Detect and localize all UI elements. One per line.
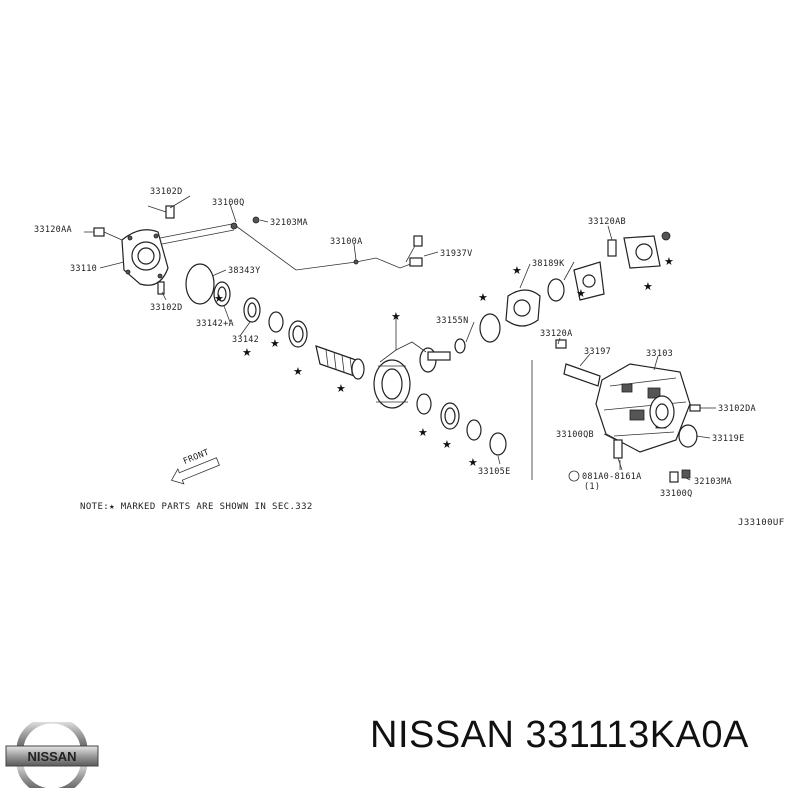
svg-text:★: ★ [214,292,224,305]
bearing-33142a [213,281,231,307]
o-ring-33119e [678,424,698,448]
svg-text:★: ★ [512,264,522,277]
label-33103: 33103 [646,349,673,359]
breather-tube [159,216,423,271]
sensor-081a0 [613,439,623,471]
bearing-race-1 [288,320,308,348]
label-31937v: 31937V [440,249,473,259]
label-33120a: 33120A [540,329,573,339]
shim-ring-3 [466,419,482,441]
tube-33197 [555,339,601,387]
companion-flange [607,231,671,269]
label-33100qb: 33100QB [556,430,594,440]
label-33100q-bottom: 33100Q [660,489,693,499]
ring-gear [373,359,411,409]
seal-33105e [489,432,507,456]
label-33197: 33197 [584,347,611,357]
washer-33155n [454,338,466,354]
bolt-33102d-top [147,205,175,219]
shim-ring-2 [416,393,432,415]
label-33155n: 33155N [436,316,469,326]
svg-text:★: ★ [576,287,586,300]
exploded-parts-diagram: ★ ★ ★ ★ ★ ★ ★ ★ ★ ★ ★ ★ ★ ★ 33102D 33100… [34,187,785,528]
label-33119e: 33119E [712,434,745,444]
label-33100a: 33100A [330,237,363,247]
o-ring-38343y [185,263,215,305]
svg-text:★: ★ [270,337,280,350]
nissan-logo-text: NISSAN [27,749,76,764]
bearing-33142 [243,297,261,323]
side-gear [419,347,451,373]
plug-33102da [689,404,701,412]
label-32103ma-bottom: 32103MA [694,477,732,487]
shim-ring-1 [268,311,284,333]
label-33120ab: 33120AB [588,217,626,227]
part-number-caption: NISSAN 331113KA0A [370,714,749,756]
label-33142a: 33142+A [196,319,234,329]
bolt-33102d-bottom [157,281,165,295]
flange-plate [573,261,605,301]
o-ring-38189k [547,278,565,302]
label-33110: 33110 [70,264,97,274]
svg-text:★: ★ [336,382,346,395]
svg-text:★: ★ [391,310,401,323]
front-label: FRONT [182,448,211,467]
marked-parts-note: NOTE:★ MARKED PARTS ARE SHOWN IN SEC.332 [80,502,313,512]
svg-text:★: ★ [418,426,428,439]
label-33102da: 33102DA [718,404,756,414]
label-33102d-top: 33102D [150,187,183,197]
nissan-logo: NISSAN [5,722,99,788]
cover-33110 [121,229,169,286]
leader-lines [84,195,716,481]
carrier-housing-33103 [595,363,691,453]
svg-text:★: ★ [643,280,653,293]
label-32103ma-top: 32103MA [270,218,308,228]
svg-text:★: ★ [468,456,478,469]
label-081a0-qty: (1) [584,482,600,492]
svg-text:★: ★ [442,438,452,451]
label-33105e: 33105E [478,467,511,477]
label-33100q-top: 33100Q [212,198,245,208]
bolt-symbol-b [568,470,580,482]
label-33120aa: 33120AA [34,225,72,235]
bearing-race-2 [440,402,460,430]
pinion-shaft [315,345,365,380]
label-081a0: 081A0-8161A [582,472,642,482]
plug-33100q-bottom [669,471,679,483]
o-ring-center [479,313,501,343]
svg-text:★: ★ [293,365,303,378]
svg-text:★: ★ [242,346,252,359]
label-33142: 33142 [232,335,259,345]
svg-text:★: ★ [664,255,674,268]
marked-part-stars: ★ ★ ★ ★ ★ ★ ★ ★ ★ ★ ★ ★ ★ ★ [214,255,674,469]
front-direction-arrow: FRONT [170,448,220,485]
diagram-reference-code: J33100UF [738,518,785,528]
svg-text:★: ★ [478,291,488,304]
label-33102d-bottom: 33102D [150,303,183,313]
label-38343y: 38343Y [228,266,261,276]
extension-housing [505,289,541,327]
bolt-33120aa [93,227,123,241]
plug-32103ma-bottom [681,469,691,479]
label-38189k: 38189K [532,259,565,269]
